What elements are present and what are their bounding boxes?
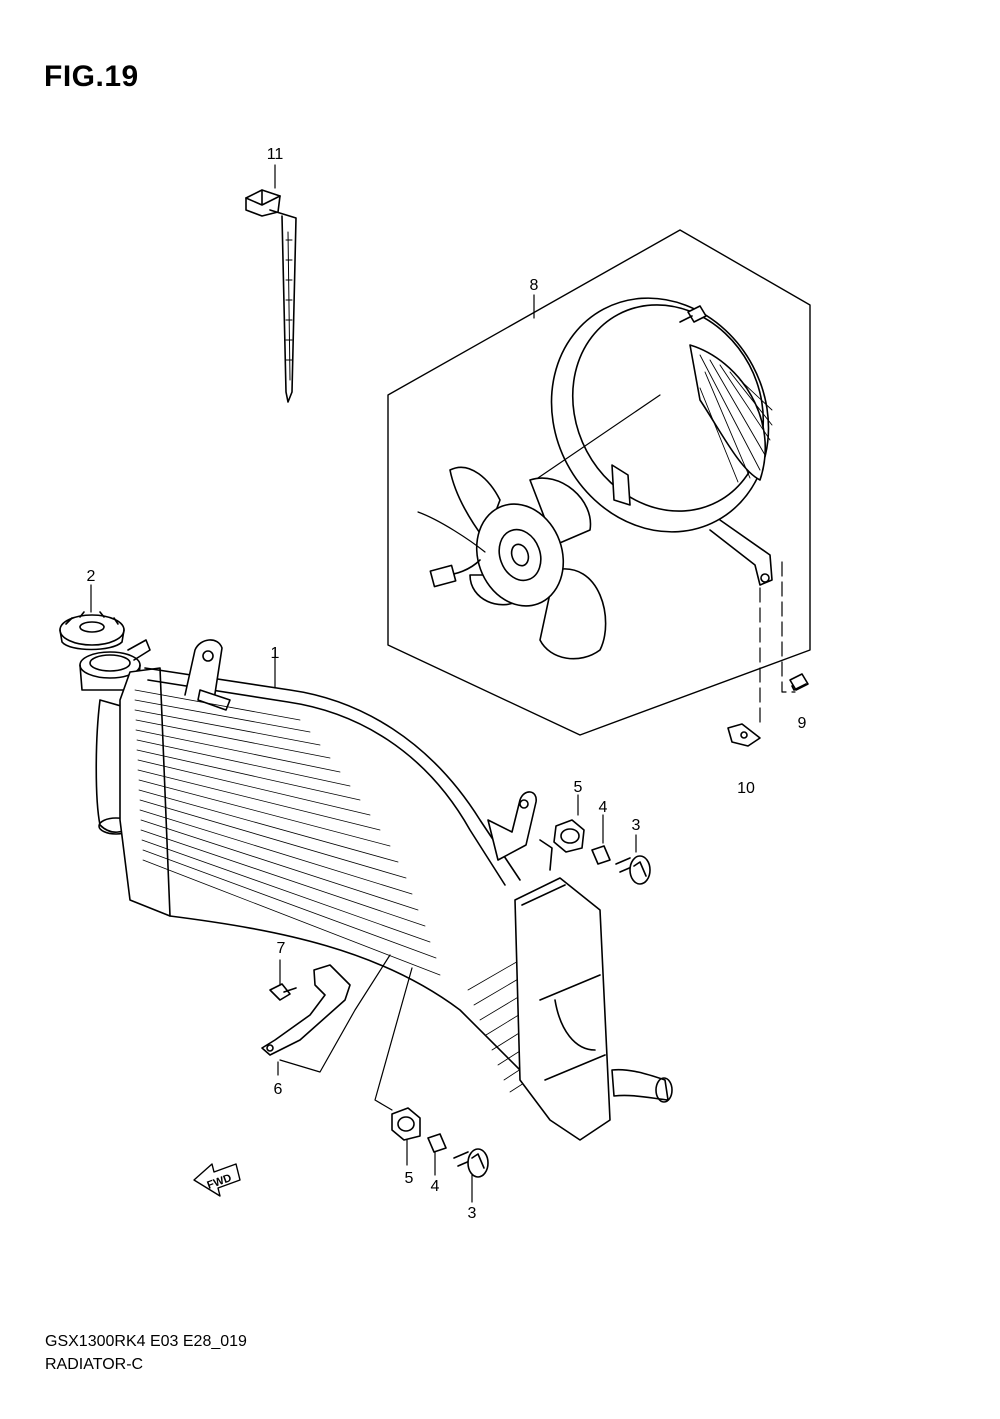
figure-name: RADIATOR-C — [45, 1356, 144, 1373]
fan-assembly-part — [387, 229, 811, 736]
fwd-arrow-icon: FWD — [193, 1163, 241, 1197]
figure-title: FIG.19 — [44, 60, 139, 93]
lower-mount-fasteners — [374, 967, 489, 1203]
callout-3-upper: 3 — [631, 817, 641, 834]
fan-leader-lines — [759, 561, 796, 723]
upper-mount-fasteners — [553, 794, 651, 885]
radiator-part — [79, 639, 673, 1141]
callout-5-upper: 5 — [573, 779, 583, 796]
callout-4-upper: 4 — [598, 799, 608, 816]
callout-9: 9 — [797, 715, 807, 732]
callout-8: 8 — [529, 277, 539, 294]
callout-7: 7 — [276, 940, 286, 957]
callout-11: 11 — [266, 146, 284, 163]
radiator-cap-part — [59, 584, 125, 651]
model-code: GSX1300RK4 E03 E28_019 — [45, 1333, 247, 1350]
nut-clip-part-10 — [727, 723, 761, 747]
bracket-assembly-part — [261, 954, 391, 1076]
callout-6: 6 — [273, 1081, 283, 1098]
cable-tie-part — [245, 164, 297, 403]
callout-10: 10 — [737, 780, 755, 797]
callout-3-lower: 3 — [467, 1205, 477, 1222]
callout-1: 1 — [270, 645, 280, 662]
callout-5-lower: 5 — [404, 1170, 414, 1187]
bolt-part-9 — [789, 673, 809, 691]
callout-2: 2 — [86, 568, 96, 585]
callout-4-lower: 4 — [430, 1178, 440, 1195]
